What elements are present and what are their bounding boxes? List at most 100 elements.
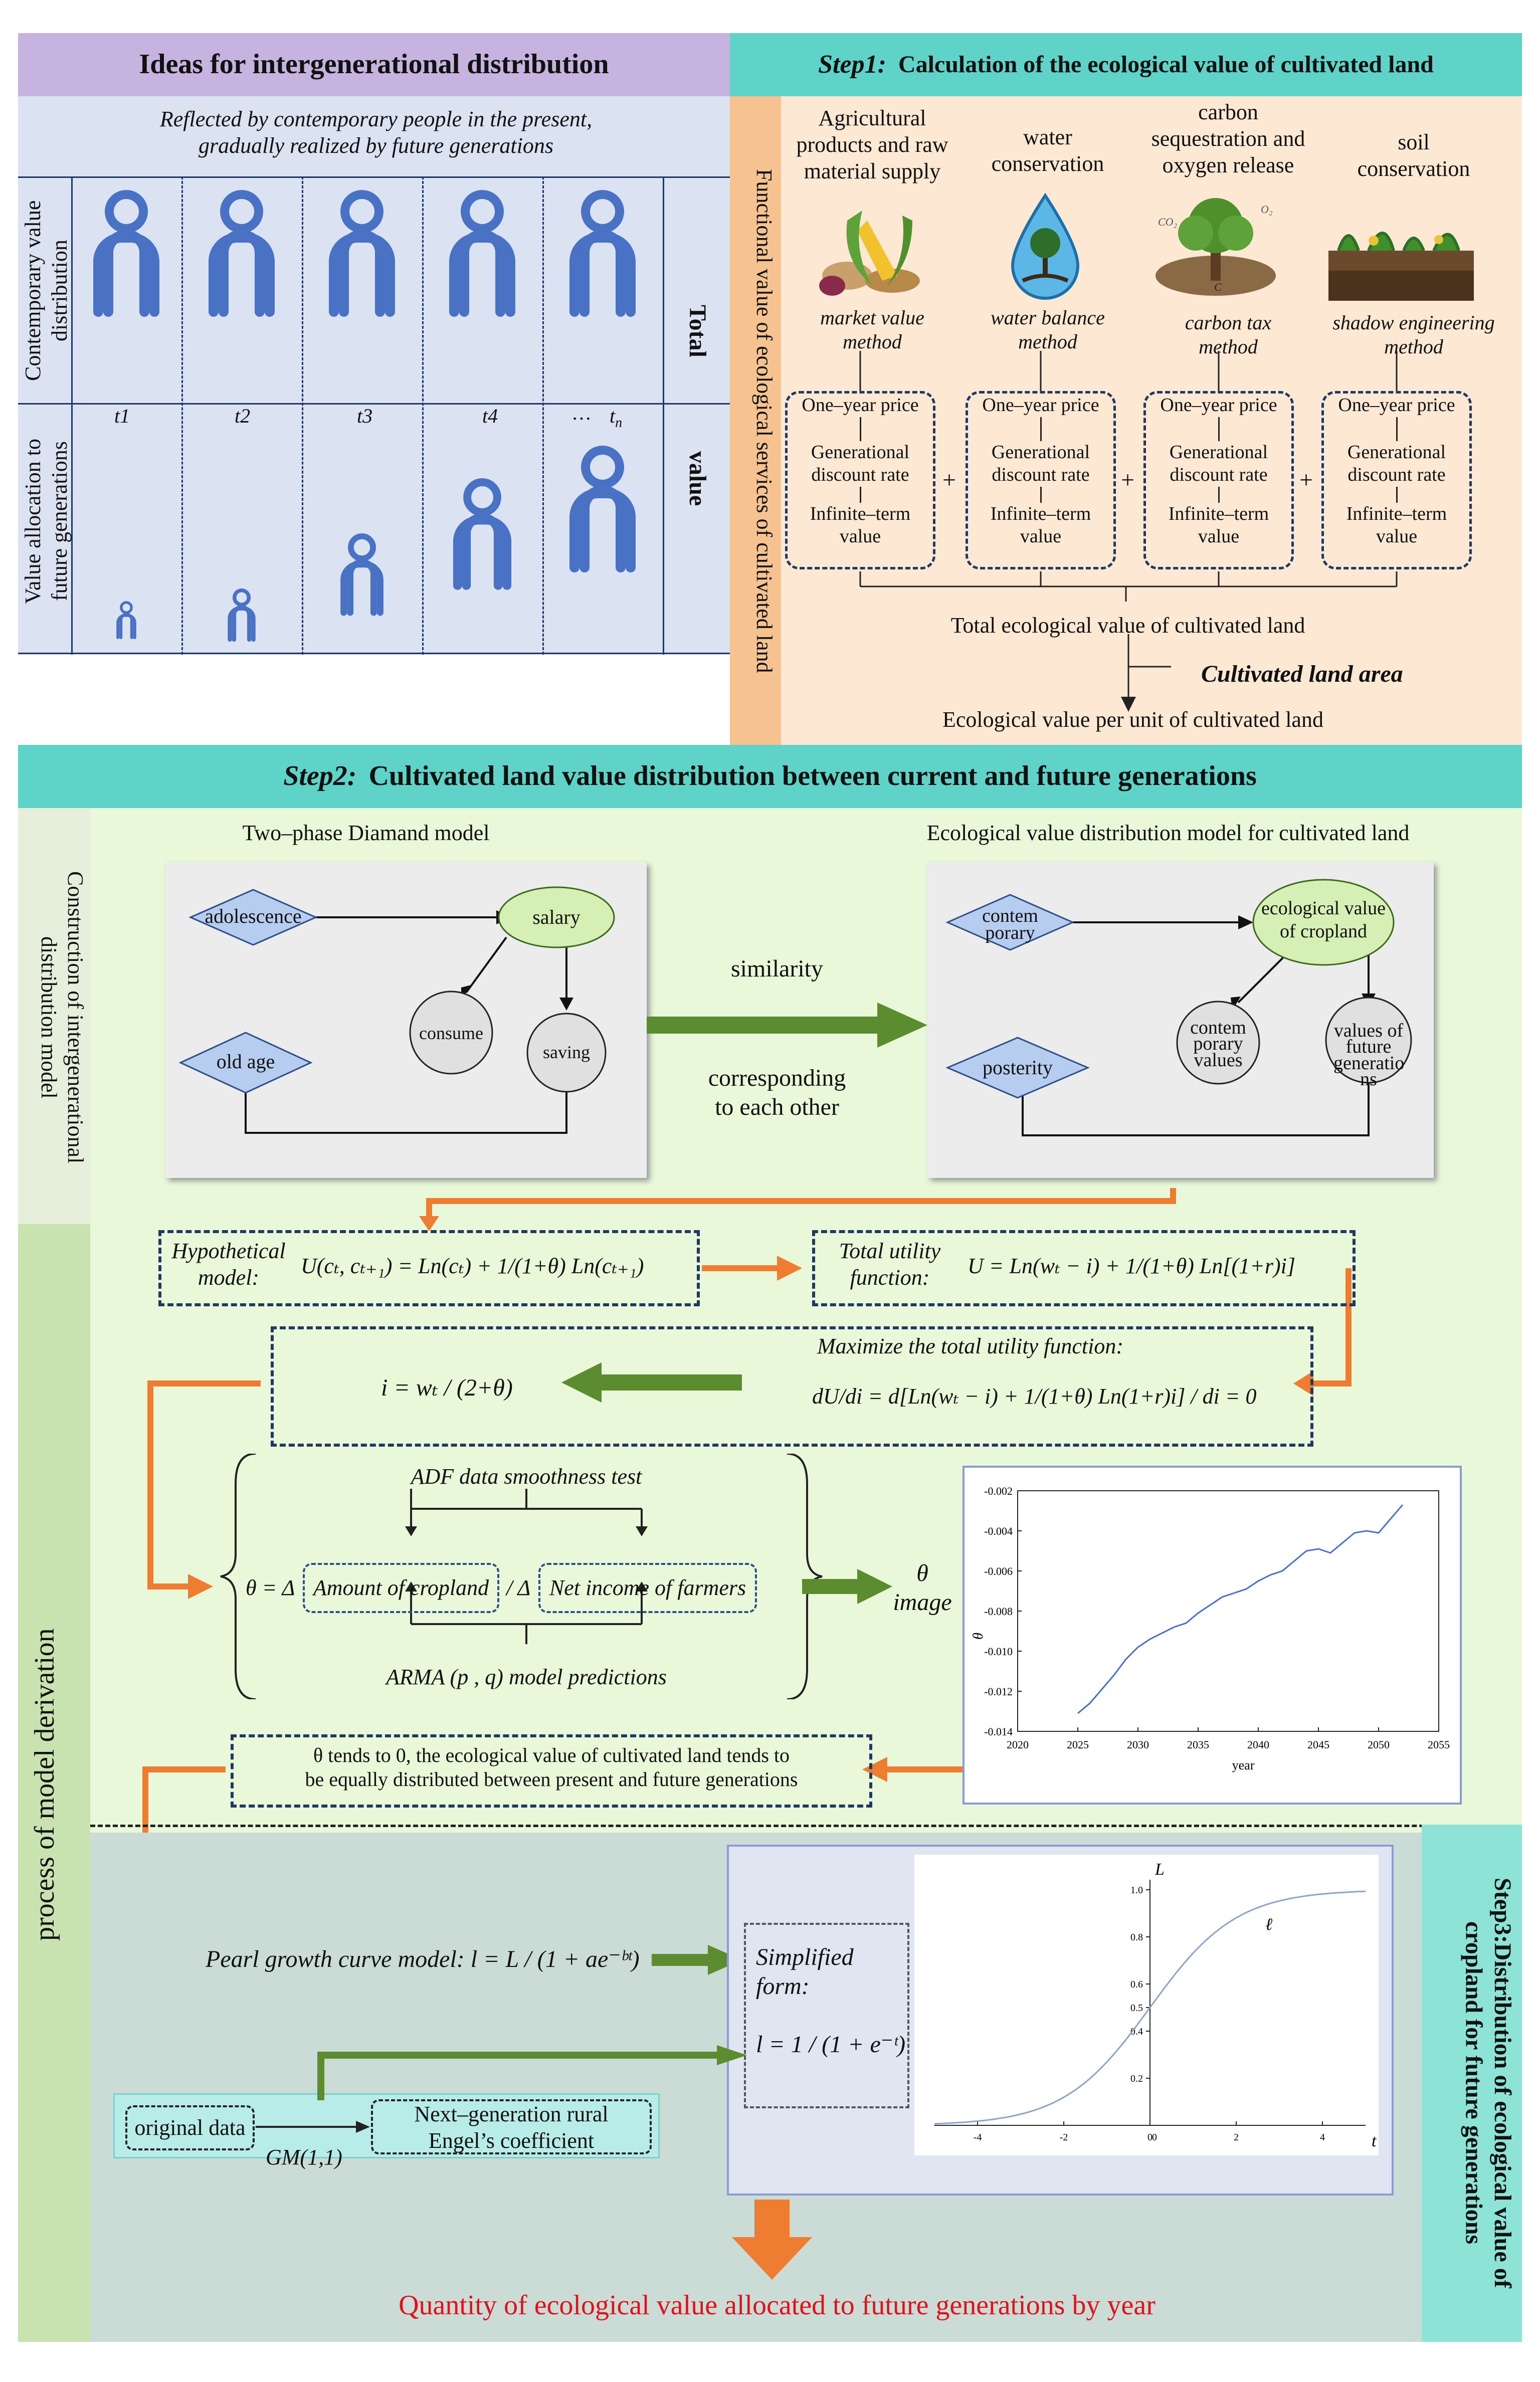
- theta-image-label: θ image: [882, 1559, 963, 1617]
- service-4-name-l2: conservation: [1357, 156, 1470, 181]
- orange-path-1: [426, 1188, 1176, 1218]
- eco-model-diagram: [945, 879, 1412, 1136]
- gm-panel: [113, 2093, 660, 2158]
- theta-ytick-label: -0.008: [984, 1605, 1013, 1618]
- logistic-xtick-label: 0: [1147, 2132, 1152, 2143]
- step1-side-label: Functional value of ecological services …: [752, 169, 777, 673]
- logistic-xtick-label: -2: [1060, 2132, 1068, 2143]
- ideas-title: Ideas for intergenerational distribution: [139, 49, 609, 80]
- box4-price: One–year price: [1338, 394, 1455, 416]
- saving-label: saving: [543, 1042, 590, 1062]
- box3-gen: Generational: [1169, 441, 1268, 463]
- saving-node: [526, 1013, 607, 1093]
- tu-label-l1: Total utility: [839, 1239, 941, 1263]
- method-1-l1: market value: [820, 306, 924, 329]
- step2-header: Step2: Cultivated land value distributio…: [18, 745, 1522, 808]
- simplified-l1: Simplified: [756, 1944, 854, 1970]
- step1-title: Calculation of the ecological value of c…: [898, 51, 1434, 78]
- service-1-name-l2: products and raw: [796, 132, 948, 157]
- co2-text: CO₂: [1158, 216, 1178, 228]
- box1-line1: [859, 417, 861, 441]
- posterity-node: [945, 1037, 1090, 1099]
- service-1-name-l3: material supply: [804, 158, 941, 183]
- grid-mid-line: [18, 403, 730, 405]
- adolescence-label: adolescence: [205, 905, 302, 927]
- pearl-green-arrow: [652, 1945, 742, 1975]
- adf-label: ADF data smoothness test: [411, 1464, 642, 1489]
- method-2: water balance method: [957, 306, 1138, 354]
- maximize-label: Maximize the total utility function:: [817, 1333, 1123, 1360]
- theta-xtick-label: 2055: [1428, 1738, 1450, 1751]
- logistic-curve-label: ℓ: [1265, 1915, 1272, 1934]
- box2-line1: [1040, 417, 1042, 441]
- o2-text: O₂: [1261, 203, 1273, 216]
- method-box-1: [785, 391, 935, 569]
- box1-content: One–year price Generational discount rat…: [785, 394, 935, 548]
- method-1: market value method: [782, 306, 963, 354]
- method-3-l1: carbon tax: [1185, 311, 1272, 334]
- logistic-ytick-label: 1.0: [1130, 1885, 1143, 1896]
- theta-image-l1: θ: [916, 1560, 928, 1586]
- maximize-box: [271, 1326, 1313, 1447]
- method-box-4: [1321, 391, 1472, 569]
- method-3-l2: method: [1199, 335, 1258, 358]
- time-subscript: n: [615, 415, 623, 431]
- theta-slash: / Δ: [506, 1575, 531, 1600]
- theta-eq: θ = Δ: [246, 1575, 295, 1600]
- grid-top-line: [18, 176, 730, 178]
- box1-infinite: Infinite–term: [810, 503, 911, 524]
- logistic-ytick-label: 0.5: [1130, 2003, 1143, 2014]
- box1-value: value: [839, 526, 881, 547]
- box3-discount: discount rate: [1170, 464, 1268, 486]
- grid-dash-1: [181, 176, 183, 655]
- next-gen-l2: Engel’s coefficient: [428, 2128, 595, 2153]
- grid-dash-3: [422, 176, 424, 655]
- service-2-name-l1: water: [1023, 125, 1072, 149]
- grid-dash-2: [302, 176, 303, 655]
- theta-green-arrow: [802, 1569, 892, 1604]
- orange-path-3: [1308, 1268, 1352, 1386]
- box4-value: value: [1376, 526, 1418, 547]
- corresponding-line1: corresponding: [708, 1065, 846, 1091]
- time-label-2: t2: [235, 405, 251, 427]
- per-unit-value: Ecological value per unit of cultivated …: [942, 707, 1323, 732]
- theta-xtick-label: 2025: [1067, 1738, 1089, 1751]
- logistic-xtick-label: 4: [1320, 2132, 1325, 2143]
- logistic-ylabel: L: [1154, 1860, 1165, 1879]
- time-label-1: t1: [114, 405, 130, 427]
- total-utility-label: Total utility function:: [817, 1238, 963, 1291]
- posterity-label: posterity: [983, 1056, 1053, 1079]
- logistic-ytick-label: 0.8: [1130, 1932, 1143, 1943]
- theta-ytick-label: -0.004: [984, 1525, 1013, 1537]
- construction-side: [18, 808, 90, 1224]
- box4-infinite: Infinite–term: [1346, 503, 1447, 524]
- conclusion-box: [231, 1734, 872, 1808]
- box1-discount: discount rate: [811, 464, 909, 486]
- box4-line1: [1396, 417, 1398, 441]
- box2-line2: [1040, 486, 1042, 503]
- arma-label: ARMA (p , q) model predictions: [386, 1665, 667, 1689]
- step1-side: [730, 96, 781, 745]
- contemporary-node: [945, 894, 1075, 951]
- box3-infinite: Infinite–term: [1168, 503, 1269, 524]
- pearl-label: Pearl growth curve model:: [206, 1946, 471, 1972]
- total-utility-formula: U = Ln(wₜ − i) + 1/(1+θ) Ln[(1+r)i]: [968, 1254, 1295, 1278]
- step3-side: [1422, 1825, 1522, 2342]
- tu-label-l2: function:: [850, 1265, 930, 1290]
- grid-right-col-line: [663, 176, 664, 655]
- theta-image-l2: image: [893, 1589, 952, 1616]
- theta-ytick-label: -0.006: [984, 1565, 1013, 1577]
- gm-arrow: [256, 2121, 370, 2133]
- plus-2: +: [1121, 467, 1135, 493]
- method-box-3: [1143, 391, 1294, 569]
- maximize-green-arrow: [561, 1362, 742, 1403]
- theta-plot-frame: [1017, 1490, 1439, 1732]
- conclusion-text: θ tends to 0, the ecological value of cu…: [236, 1743, 867, 1792]
- pearl-model: Pearl growth curve model: l = L / (1 + a…: [206, 1945, 640, 1974]
- theta-ytick-label: -0.012: [984, 1685, 1013, 1698]
- total-eco-value: Total ecological value of cultivated lan…: [950, 613, 1305, 638]
- box4-discount: discount rate: [1348, 464, 1446, 486]
- method-4: shadow engineering method: [1313, 311, 1514, 359]
